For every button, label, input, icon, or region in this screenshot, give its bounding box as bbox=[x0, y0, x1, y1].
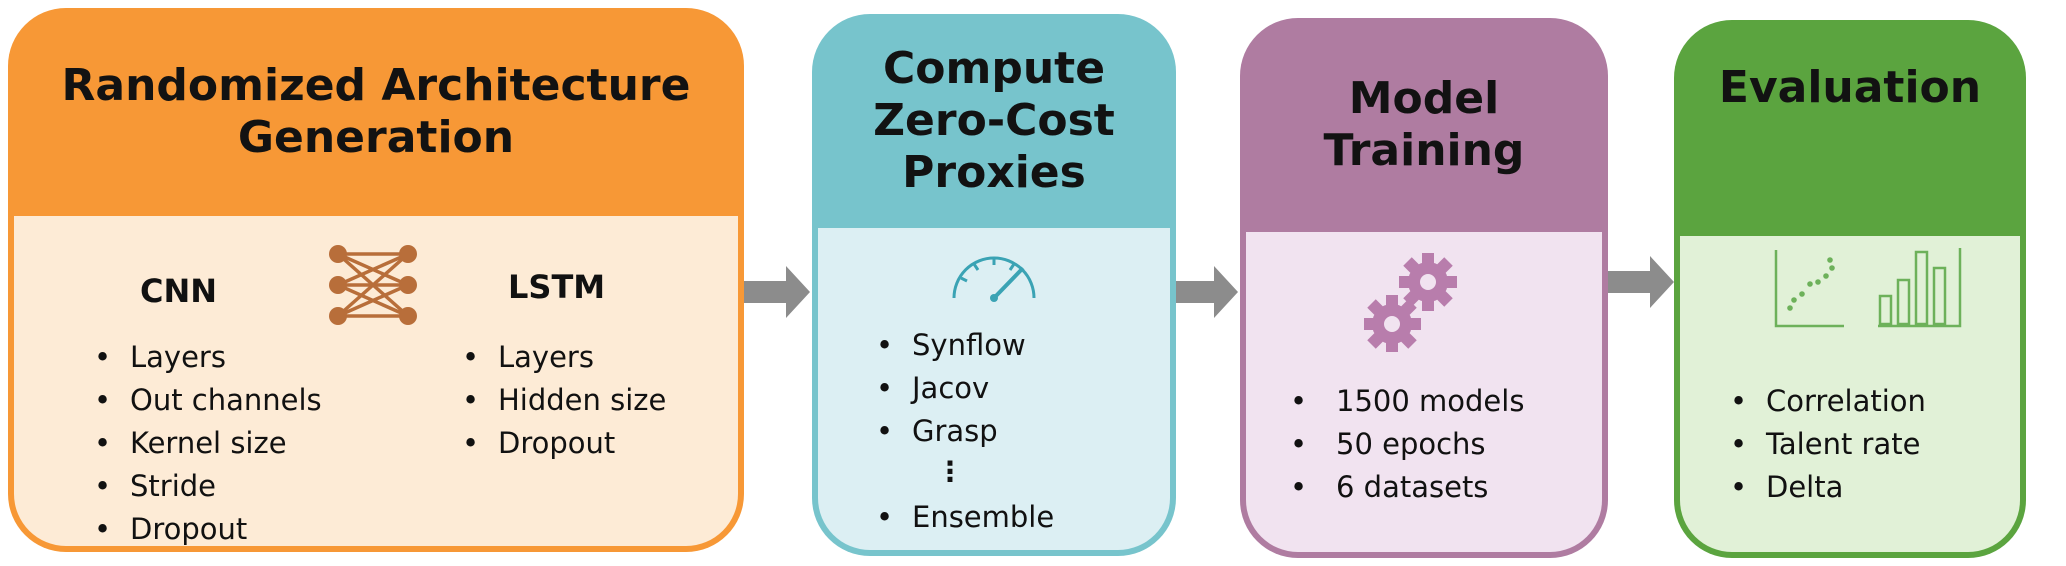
list-item: Layers bbox=[94, 336, 322, 379]
list-item: Jacov bbox=[876, 367, 1026, 410]
stage-evaluation: Evaluation bbox=[1674, 20, 2026, 558]
bar-chart-icon bbox=[1876, 246, 1962, 328]
list-item: Talent rate bbox=[1730, 423, 1926, 466]
cnn-list: Layers Out channels Kernel size Stride D… bbox=[94, 336, 322, 551]
list-item: Delta bbox=[1730, 466, 1926, 509]
stage-body: 1500 models 50 epochs 6 datasets bbox=[1246, 232, 1602, 552]
list-item: Out channels bbox=[94, 379, 322, 422]
list-item: Hidden size bbox=[462, 379, 666, 422]
evaluation-list: Correlation Talent rate Delta bbox=[1730, 380, 1926, 509]
cnn-heading: CNN bbox=[140, 272, 218, 310]
list-item: Dropout bbox=[462, 422, 666, 465]
flow-arrow bbox=[1608, 254, 1676, 310]
lstm-heading: LSTM bbox=[508, 268, 606, 306]
list-item: Stride bbox=[94, 465, 322, 508]
scatter-plot-icon bbox=[1774, 248, 1846, 328]
stage-body: Correlation Talent rate Delta bbox=[1680, 236, 2020, 552]
gears-icon bbox=[1364, 244, 1464, 352]
neural-network-icon bbox=[328, 244, 418, 326]
list-item: 6 datasets bbox=[1290, 466, 1524, 509]
list-item: Synflow bbox=[876, 324, 1026, 367]
list-item: Layers bbox=[462, 336, 666, 379]
flow-arrow bbox=[744, 264, 812, 320]
list-item: 50 epochs bbox=[1290, 423, 1524, 466]
proxy-list-last: Ensemble bbox=[876, 496, 1054, 539]
proxy-list: Synflow Jacov Grasp bbox=[876, 324, 1026, 453]
list-item: Grasp bbox=[876, 410, 1026, 453]
list-item: Dropout bbox=[94, 508, 322, 551]
flow-arrow bbox=[1176, 264, 1240, 320]
stage-title: Evaluation bbox=[1718, 62, 1982, 113]
stage-body: CNN Layers Out channels Kernel size Stri… bbox=[14, 216, 738, 551]
lstm-list: Layers Hidden size Dropout bbox=[462, 336, 666, 465]
list-item: 1500 models bbox=[1290, 380, 1524, 423]
list-item: Correlation bbox=[1730, 380, 1926, 423]
ellipsis: ⋮ bbox=[936, 455, 964, 488]
list-item: Kernel size bbox=[94, 422, 322, 465]
stage-body: Synflow Jacov Grasp ⋮ Ensemble bbox=[818, 228, 1170, 550]
training-list: 1500 models 50 epochs 6 datasets bbox=[1290, 380, 1524, 509]
speedometer-icon bbox=[948, 250, 1040, 302]
list-item: Ensemble bbox=[876, 496, 1054, 539]
